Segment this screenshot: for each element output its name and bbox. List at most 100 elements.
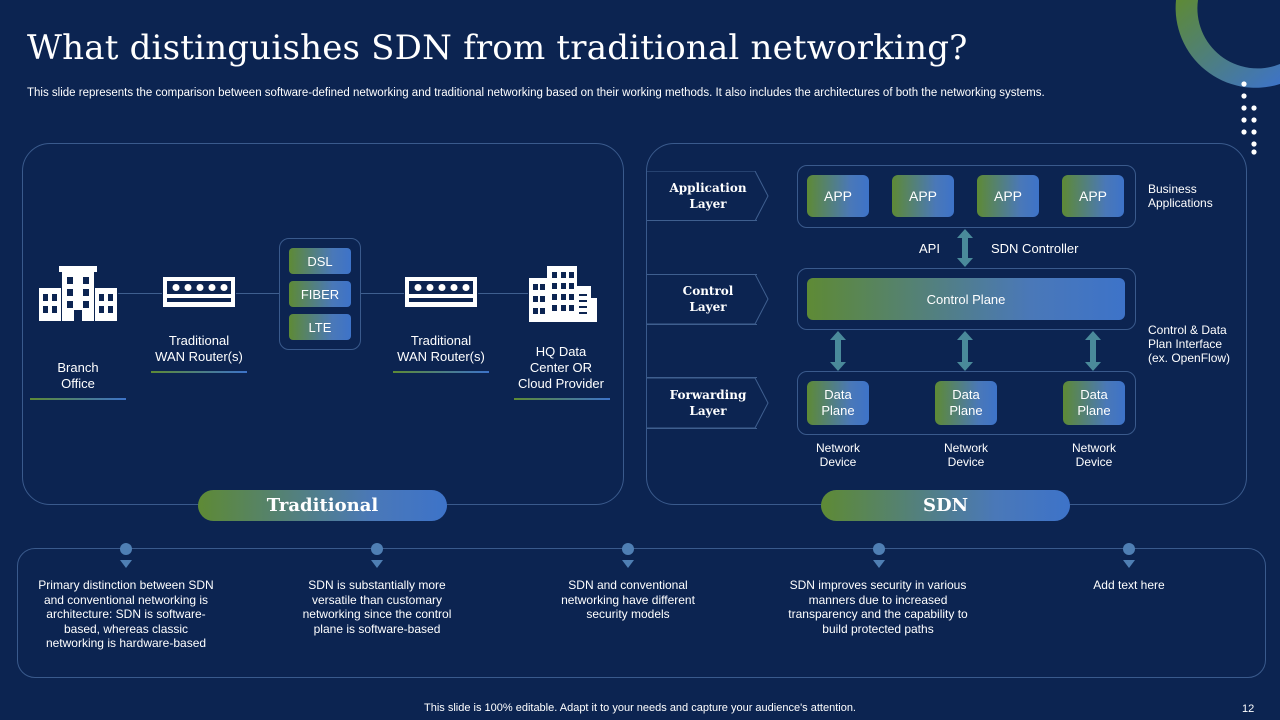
label-underline <box>30 398 126 400</box>
layer-tag-line: Layer <box>689 197 727 211</box>
layer-tag-line: Application <box>669 181 747 195</box>
comparison-point-text: SDN improves security in various manners… <box>788 578 968 636</box>
point-marker-arrow <box>371 560 383 568</box>
connection-dsl: DSL <box>289 248 351 274</box>
router1-label: Traditional WAN Router(s) <box>140 333 258 365</box>
double-arrow-icon <box>830 331 846 371</box>
interface-label-line: Plan Interface <box>1148 337 1223 351</box>
label-underline <box>514 398 610 400</box>
control-plane-box <box>797 268 1136 330</box>
point-marker-arrow <box>622 560 634 568</box>
network-device-line: Device <box>819 455 857 469</box>
connector-line <box>478 293 528 294</box>
data-plane-line: Plane <box>949 403 983 418</box>
network-device-label: Network Device <box>926 441 1006 469</box>
data-plane-box <box>797 371 1136 435</box>
point-marker <box>873 543 885 555</box>
sdn-section-label: SDN <box>821 490 1070 521</box>
network-device-line: Network <box>943 441 988 455</box>
data-plane-line: Plane <box>1077 403 1111 418</box>
page-title: What distinguishes SDN from traditional … <box>27 28 968 68</box>
point-marker-arrow <box>873 560 885 568</box>
point-marker <box>622 543 634 555</box>
router-label-line: WAN Router(s) <box>397 349 485 364</box>
data-plane-line: Plane <box>821 403 855 418</box>
datacenter-icon <box>529 266 597 322</box>
point-marker <box>120 543 132 555</box>
router-label-line: Traditional <box>410 333 472 348</box>
point-marker <box>1123 543 1135 555</box>
app-pill: APP <box>892 175 954 217</box>
comparison-point-text: Add text here <box>1093 578 1165 592</box>
point-marker-arrow <box>120 560 132 568</box>
app-pill: APP <box>977 175 1039 217</box>
app-pill: APP <box>807 175 869 217</box>
hq-label-line: HQ Data <box>535 344 587 359</box>
page-subtitle: This slide represents the comparison bet… <box>27 87 1045 99</box>
branch-office-label: Branch Office <box>30 360 126 392</box>
double-arrow-icon <box>1085 331 1101 371</box>
footer-note: This slide is 100% editable. Adapt it to… <box>424 702 856 714</box>
traditional-section-label: Traditional <box>198 490 447 521</box>
double-arrow-icon <box>957 331 973 371</box>
connector-line <box>360 293 404 294</box>
router-icon <box>405 277 477 307</box>
connection-options-box <box>279 238 361 350</box>
application-box <box>797 165 1136 228</box>
sdn-controller-label: SDN Controller <box>991 241 1079 256</box>
corner-ring-decoration <box>1175 0 1280 155</box>
connector-line <box>236 293 280 294</box>
layer-divider <box>647 324 757 325</box>
router-label-line: Traditional <box>168 333 230 348</box>
router-label-line: WAN Router(s) <box>155 349 243 364</box>
network-device-line: Device <box>1075 455 1113 469</box>
connection-fiber: FIBER <box>289 281 351 307</box>
point-marker <box>371 543 383 555</box>
branch-label-line: Office <box>61 376 95 391</box>
hq-label-line: Cloud Provider <box>518 376 604 391</box>
network-device-line: Network <box>815 441 860 455</box>
layer-divider <box>647 428 757 429</box>
page-number: 12 <box>1242 703 1255 715</box>
comparison-point-text: SDN is substantially more versatile than… <box>302 578 452 636</box>
hq-label-line: Center OR <box>529 360 593 375</box>
building-icon <box>39 266 117 321</box>
comparison-point-text: Primary distinction between SDN and conv… <box>38 578 214 650</box>
network-device-label: Network Device <box>1054 441 1134 469</box>
data-plane-line: Data <box>824 387 852 402</box>
layer-tag-line: Layer <box>689 300 727 314</box>
layer-tag-line: Layer <box>689 404 727 418</box>
comparison-point-text: SDN and conventional networking have dif… <box>561 578 695 621</box>
interface-label-line: Control & Data <box>1148 323 1227 337</box>
business-label-line: Applications <box>1148 196 1213 210</box>
comparison-points-panel <box>17 548 1266 678</box>
branch-label-line: Branch <box>57 360 99 375</box>
app-pill: APP <box>1062 175 1124 217</box>
label-underline <box>151 371 247 373</box>
connection-lte: LTE <box>289 314 351 340</box>
data-plane-line: Data <box>952 387 980 402</box>
layer-tag-line: Control <box>682 284 734 298</box>
data-plane-line: Data <box>1080 387 1108 402</box>
router-icon <box>163 277 235 307</box>
interface-label: Control & Data Plan Interface (ex. OpenF… <box>1148 323 1230 365</box>
interface-label-line: (ex. OpenFlow) <box>1148 351 1231 365</box>
network-device-line: Network <box>1071 441 1116 455</box>
network-device-line: Device <box>947 455 985 469</box>
network-device-label: Network Device <box>798 441 878 469</box>
router2-label: Traditional WAN Router(s) <box>382 333 500 365</box>
double-arrow-icon <box>957 229 973 267</box>
hq-label: HQ Data Center OR Cloud Provider <box>502 344 620 392</box>
label-underline <box>393 371 489 373</box>
api-label: API <box>919 241 940 256</box>
business-label-line: Business <box>1148 182 1197 196</box>
connector-line <box>118 293 162 294</box>
layer-tag-line: Forwarding <box>669 388 747 402</box>
control-plane-pill: Control Plane <box>807 278 1125 320</box>
